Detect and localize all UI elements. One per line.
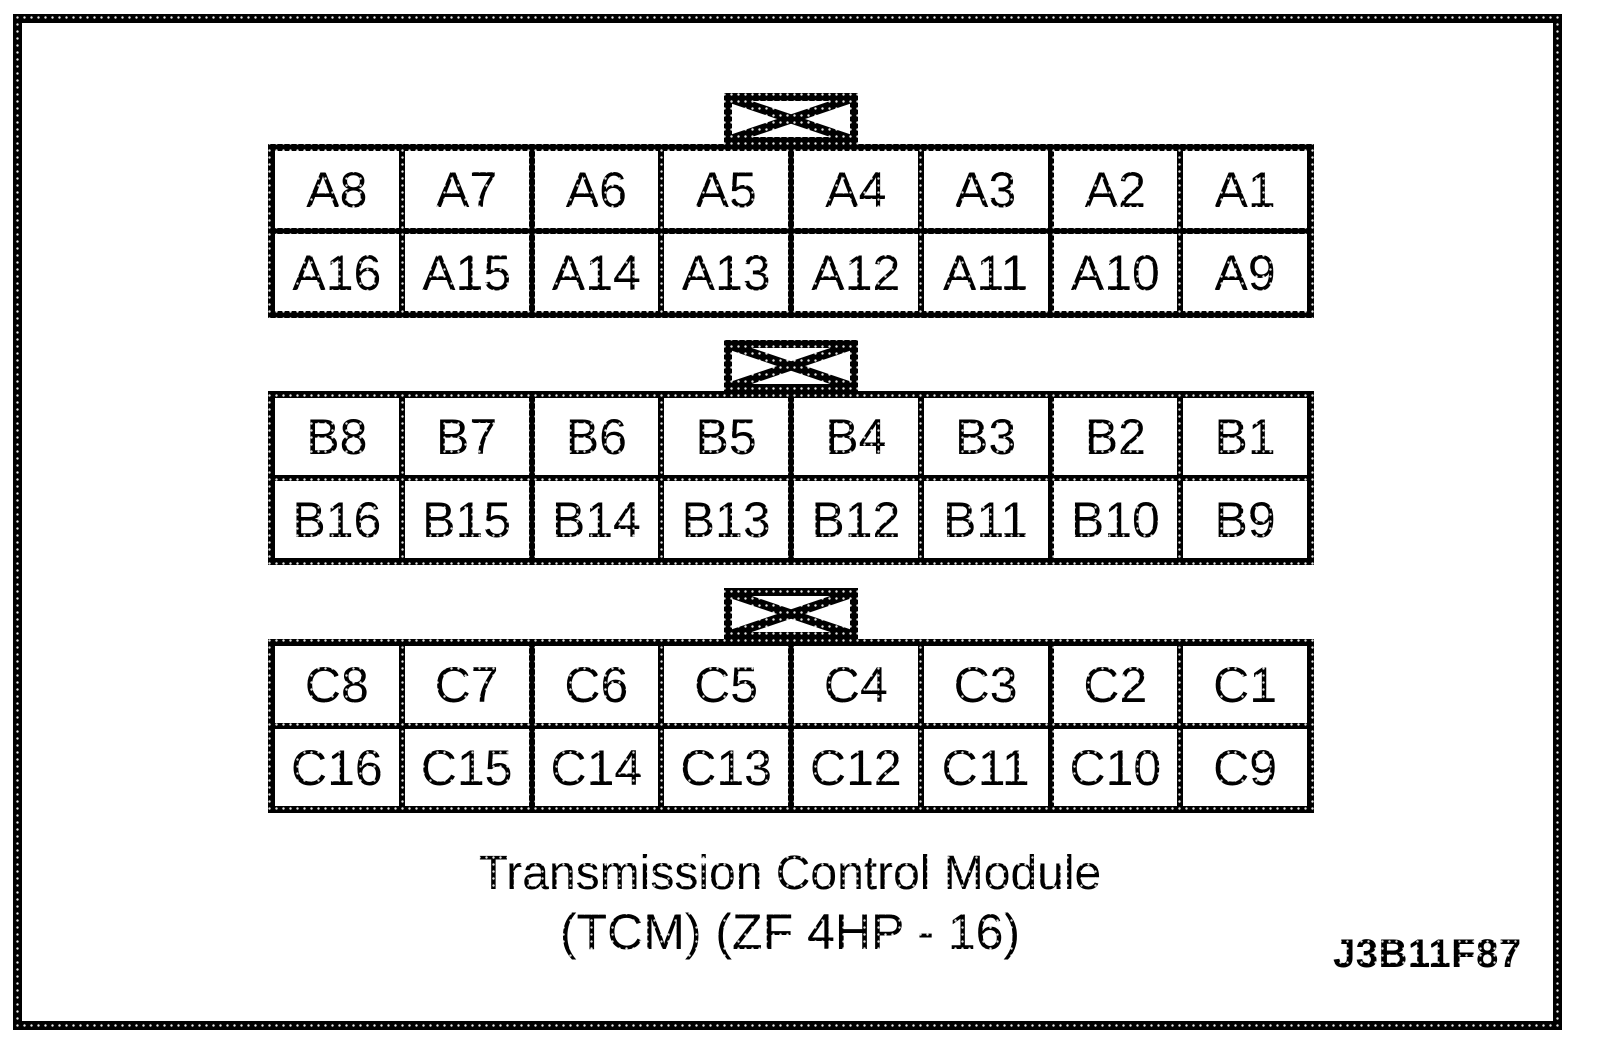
pin-a15: A15 — [404, 234, 529, 311]
figure-code: J3B11F87 — [1333, 932, 1522, 976]
pin-b12: B12 — [794, 481, 918, 558]
pin-a5: A5 — [664, 151, 788, 228]
keyway-icon — [724, 588, 858, 640]
pin-b1: B1 — [1183, 398, 1307, 475]
pin-b3: B3 — [923, 398, 1048, 475]
caption-subtitle: (TCM) (ZF 4HP - 16) — [559, 904, 1021, 960]
pin-c5: C5 — [664, 646, 788, 723]
pin-a8: A8 — [275, 151, 399, 228]
pin-b16: B16 — [275, 481, 399, 558]
keyway-icon — [724, 340, 858, 392]
pin-a7: A7 — [404, 151, 529, 228]
pin-c2: C2 — [1053, 646, 1178, 723]
pin-c13: C13 — [664, 729, 788, 806]
pin-b10: B10 — [1053, 481, 1178, 558]
pin-b8: B8 — [275, 398, 399, 475]
caption: Transmission Control Module (TCM) (ZF 4H… — [290, 846, 1290, 962]
pin-a2: A2 — [1053, 151, 1178, 228]
pin-a4: A4 — [794, 151, 918, 228]
pin-b6: B6 — [534, 398, 659, 475]
pin-c10: C10 — [1053, 729, 1178, 806]
pin-b15: B15 — [404, 481, 529, 558]
pin-b14: B14 — [534, 481, 659, 558]
pin-c15: C15 — [404, 729, 529, 806]
pin-c12: C12 — [794, 729, 918, 806]
pin-c14: C14 — [534, 729, 659, 806]
pin-a1: A1 — [1183, 151, 1307, 228]
pin-a13: A13 — [664, 234, 788, 311]
pin-c16: C16 — [275, 729, 399, 806]
pin-c3: C3 — [923, 646, 1048, 723]
pin-b2: B2 — [1053, 398, 1178, 475]
pin-b11: B11 — [923, 481, 1048, 558]
pin-c8: C8 — [275, 646, 399, 723]
pin-b9: B9 — [1183, 481, 1307, 558]
pin-b5: B5 — [664, 398, 788, 475]
pin-c6: C6 — [534, 646, 659, 723]
keyway-icon — [724, 93, 858, 145]
pin-a14: A14 — [534, 234, 659, 311]
pin-a3: A3 — [923, 151, 1048, 228]
pin-c4: C4 — [794, 646, 918, 723]
pin-a11: A11 — [923, 234, 1048, 311]
pin-a6: A6 — [534, 151, 659, 228]
pin-a9: A9 — [1183, 234, 1307, 311]
pin-b4: B4 — [794, 398, 918, 475]
pin-c11: C11 — [923, 729, 1048, 806]
pin-c7: C7 — [404, 646, 529, 723]
pin-c9: C9 — [1183, 729, 1307, 806]
pin-a10: A10 — [1053, 234, 1178, 311]
pin-c1: C1 — [1183, 646, 1307, 723]
pin-b13: B13 — [664, 481, 788, 558]
caption-title: Transmission Control Module — [478, 847, 1102, 900]
pin-a16: A16 — [275, 234, 399, 311]
pin-a12: A12 — [794, 234, 918, 311]
pin-b7: B7 — [404, 398, 529, 475]
